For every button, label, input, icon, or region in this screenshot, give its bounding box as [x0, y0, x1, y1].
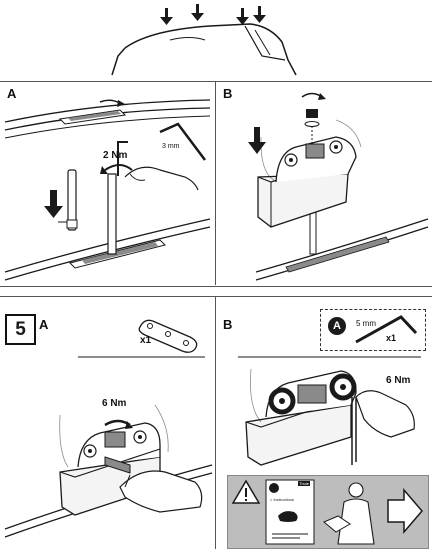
arrow-down-icon — [160, 4, 266, 25]
panel-divider — [215, 297, 216, 549]
tool-badge-icon: A — [328, 317, 346, 335]
step5-a-svg — [4, 319, 213, 538]
tool-size-label: 5 mm — [356, 319, 376, 328]
step3-panel-b: B — [216, 82, 432, 285]
step5-panel-b: B A 5 mm x1 6 Nm — [216, 297, 432, 549]
hex-key-icon — [159, 122, 206, 161]
torque-label: 2 Nm — [103, 150, 128, 161]
arrow-down-icon — [248, 127, 266, 154]
step3-b-svg — [248, 92, 429, 281]
quantity-label: x1 — [386, 333, 397, 343]
step-number-badge: 5 — [5, 314, 36, 345]
car-roof-svg — [111, 4, 297, 76]
warning-svg — [231, 479, 423, 545]
arrow-down-icon — [44, 190, 63, 218]
section-divider — [0, 81, 432, 82]
tool-size-label: 3 mm — [162, 143, 180, 150]
warning-icon — [231, 479, 261, 504]
step3-panel-a: A 2 Nm 3 mm — [0, 82, 215, 285]
panel-letter: B — [223, 86, 233, 101]
step5-panel-a: A x1 6 Nm — [0, 297, 215, 549]
panel-letter: A — [7, 86, 17, 101]
section-divider — [0, 296, 432, 297]
torque-label: 6 Nm — [102, 398, 127, 409]
booklet-tag: Thule — [298, 481, 311, 486]
hex-key-icon — [355, 315, 418, 344]
step5-b-svg — [238, 315, 421, 466]
person-reading-icon — [323, 482, 375, 545]
quantity-label: x1 — [140, 335, 152, 346]
booklet-heading: > Instructions — [270, 497, 294, 502]
section-divider — [0, 286, 432, 287]
read-instructions-panel: Thule > Instructions — [227, 475, 429, 549]
arrow-right-icon — [387, 487, 423, 535]
panel-letter: A — [39, 317, 49, 332]
tool-callout — [320, 309, 426, 351]
step3-a-svg — [4, 99, 211, 281]
torque-label: 6 Nm — [386, 375, 411, 386]
mounting-plate-icon — [138, 319, 198, 353]
car-roof-illustration — [0, 0, 432, 80]
panel-letter: B — [223, 317, 233, 332]
panel-divider — [215, 82, 216, 285]
